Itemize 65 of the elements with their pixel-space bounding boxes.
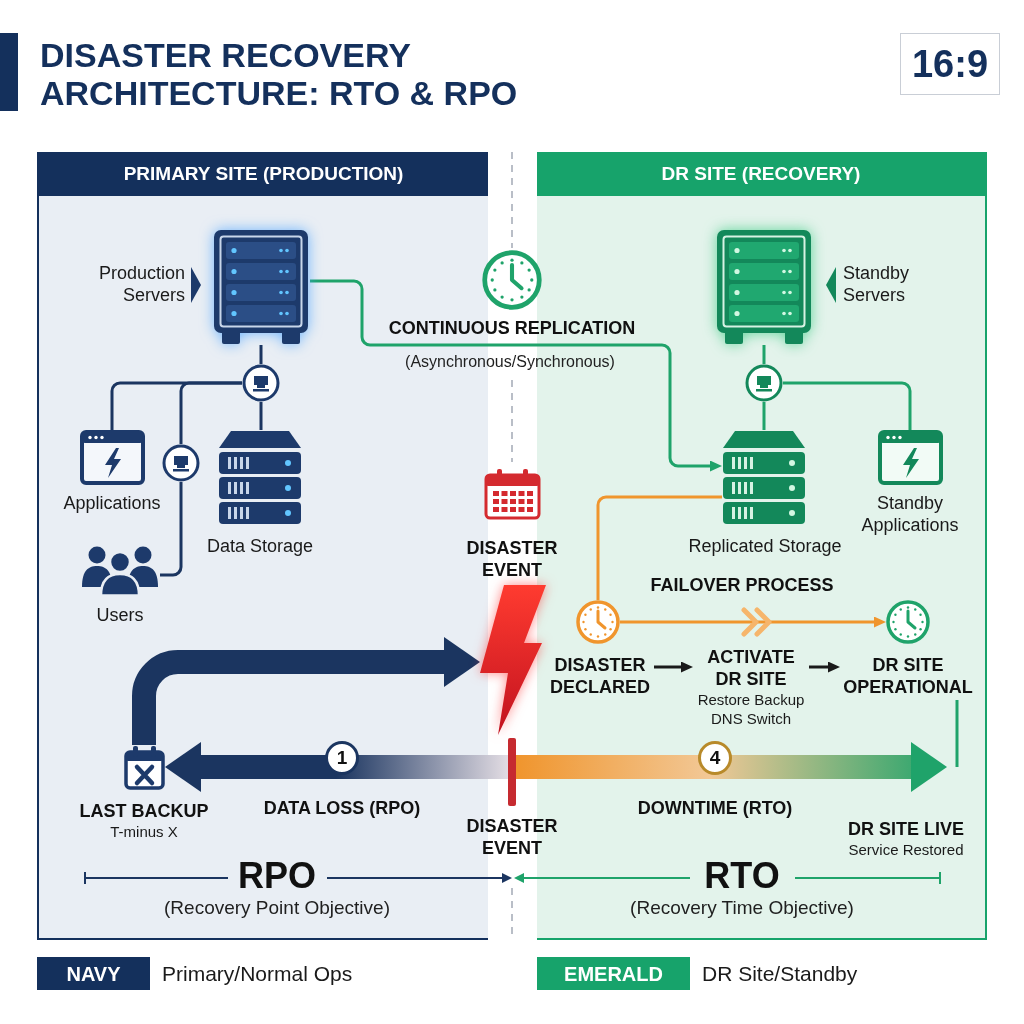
network-hub-icon [745, 364, 783, 402]
legend-label: DR Site/Standby [702, 961, 858, 987]
event-label: DISASTER EVENT [465, 815, 559, 859]
connector-line [259, 402, 263, 430]
connector-line [160, 482, 183, 577]
clock-icon [886, 600, 930, 644]
arrow [310, 279, 722, 472]
swatch-label: NAVY [66, 961, 121, 986]
network-hub-icon [162, 444, 200, 482]
step-label: DR SITE OPERATIONAL [840, 654, 976, 700]
event-marker [508, 738, 516, 806]
icon-label: Users [95, 604, 145, 626]
connector-line [955, 700, 959, 767]
step-label: ACTIVATE DR SITE [706, 646, 796, 690]
step-note: Restore Backup [697, 690, 805, 709]
arrow [516, 742, 947, 792]
calendar-icon [124, 745, 165, 790]
connector-line [596, 495, 722, 600]
edge-label: DOWNTIME (RTO) [636, 797, 794, 819]
legend-label: Primary/Normal Ops [162, 961, 353, 987]
aspect-ratio-label: 16:9 [900, 33, 1000, 95]
milestone-label: LAST BACKUP [78, 800, 210, 822]
lightning-bolt-icon [480, 585, 546, 735]
edge-label: FAILOVER PROCESS [649, 574, 835, 596]
status-note: Service Restored [848, 840, 964, 859]
storage-array-icon [218, 430, 302, 527]
arrow [654, 661, 693, 673]
milestone-note: T-minus X [109, 822, 179, 842]
server-rack-icon [212, 228, 310, 345]
network-hub-icon [242, 364, 280, 402]
title: DISASTER RECOVERY ARCHITECTURE: RTO & RPO [40, 36, 519, 112]
icon-label: Applications [62, 492, 162, 514]
users-icon [80, 545, 160, 597]
icon-label: Data Storage [205, 535, 315, 557]
panel-header: DR SITE (RECOVERY) [537, 152, 985, 196]
connector-line [762, 345, 766, 364]
arrow [620, 616, 886, 628]
icon-label: Replicated Storage [687, 535, 843, 557]
status-label: DR SITE LIVE [848, 818, 964, 840]
icon-label: Standby Servers [843, 262, 911, 306]
clock-icon [576, 600, 620, 644]
connector-line [762, 402, 766, 430]
event-label: DISASTER EVENT [465, 537, 559, 581]
arrow [809, 661, 840, 673]
step-label: DISASTER DECLARED [546, 654, 654, 700]
panel-header: PRIMARY SITE (PRODUCTION) [39, 152, 488, 196]
edge-label: DATA LOSS (RPO) [262, 797, 422, 819]
edge-label: CONTINUOUS REPLICATION [387, 317, 637, 339]
caption-text: (Recovery Point Objective) [163, 897, 391, 919]
connector-line [783, 381, 912, 430]
app-window-icon [878, 430, 943, 485]
step-note: DNS Switch [711, 709, 791, 728]
metric-label: RTO [703, 856, 781, 896]
icon-label: Standby Applications [860, 492, 960, 536]
icon-label: Production Servers [97, 262, 185, 306]
server-rack-icon [715, 228, 813, 345]
connector-line [179, 381, 242, 444]
metric-label: RPO [237, 856, 317, 896]
caption-text: (Recovery Time Objective) [629, 897, 855, 919]
arrow [165, 742, 508, 792]
app-window-icon [80, 430, 145, 485]
connector-line [259, 345, 263, 364]
storage-array-icon [722, 430, 806, 527]
swatch-label: EMERALD [564, 961, 663, 986]
edge-note: (Asynchronous/Synchronous) [404, 352, 616, 372]
